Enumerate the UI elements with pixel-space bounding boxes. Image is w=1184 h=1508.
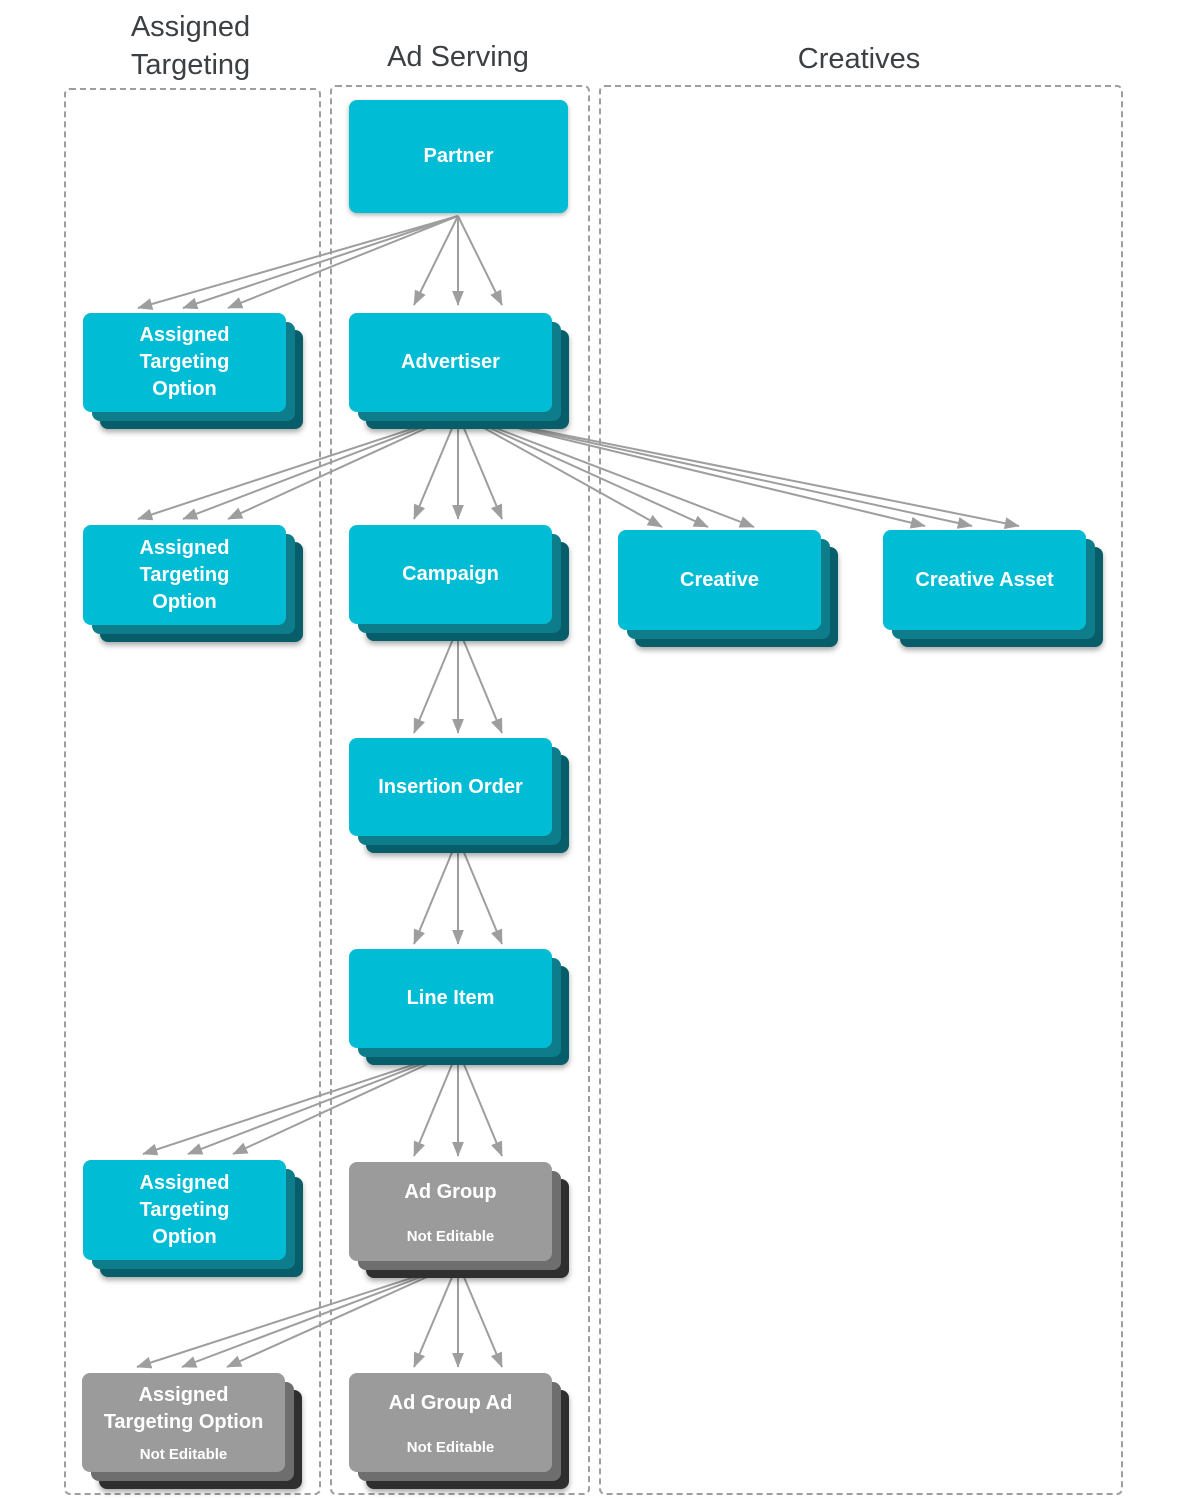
node-sublabel: Not Editable	[406, 1227, 495, 1245]
node-sublabel: Not Editable	[406, 1438, 495, 1456]
node-assigned-targeting-option-line-item: Assigned Targeting Option	[83, 1160, 303, 1277]
node-ad-group-ad: Ad Group Ad Not Editable	[349, 1373, 569, 1489]
node-assigned-targeting-option-partner: Assigned Targeting Option	[83, 313, 303, 429]
node-campaign: Campaign	[349, 525, 569, 641]
region-assigned-targeting	[64, 88, 321, 1495]
column-header-assigned-targeting: Assigned Targeting	[130, 11, 251, 81]
node-ad-group: Ad Group Not Editable	[349, 1162, 569, 1278]
node-label: Assigned Targeting Option	[103, 1384, 264, 1433]
region-ad-serving	[330, 85, 590, 1495]
node-assigned-targeting-option-not-editable: Assigned Targeting Option Not Editable	[82, 1373, 302, 1489]
node-sublabel: Not Editable	[139, 1446, 228, 1463]
node-insertion-order: Insertion Order	[349, 738, 569, 853]
node-label: Insertion Order	[378, 775, 523, 798]
node-label: Creative	[680, 568, 759, 591]
region-creatives	[599, 85, 1123, 1495]
node-label: Assigned Targeting Option	[139, 1171, 230, 1248]
node-label: Creative Asset	[915, 568, 1054, 591]
node-label: Assigned Targeting Option	[139, 324, 230, 400]
node-label: Ad Group	[404, 1180, 497, 1203]
node-label: Ad Group Ad	[388, 1391, 513, 1414]
node-label: Assigned Targeting Option	[139, 536, 230, 613]
node-label: Advertiser	[401, 351, 500, 373]
node-line-item: Line Item	[349, 949, 569, 1065]
node-creative-asset: Creative Asset	[883, 530, 1103, 647]
column-header-ad-serving: Ad Serving	[387, 41, 529, 73]
node-label: Partner	[423, 145, 494, 167]
node-assigned-targeting-option-advertiser: Assigned Targeting Option	[83, 525, 303, 642]
column-header-creatives: Creatives	[797, 43, 921, 75]
node-label: Line Item	[406, 987, 495, 1009]
node-advertiser: Advertiser	[349, 313, 569, 429]
node-label: Campaign	[402, 563, 499, 585]
node-partner: Partner	[349, 100, 568, 213]
node-creative: Creative	[618, 530, 838, 647]
